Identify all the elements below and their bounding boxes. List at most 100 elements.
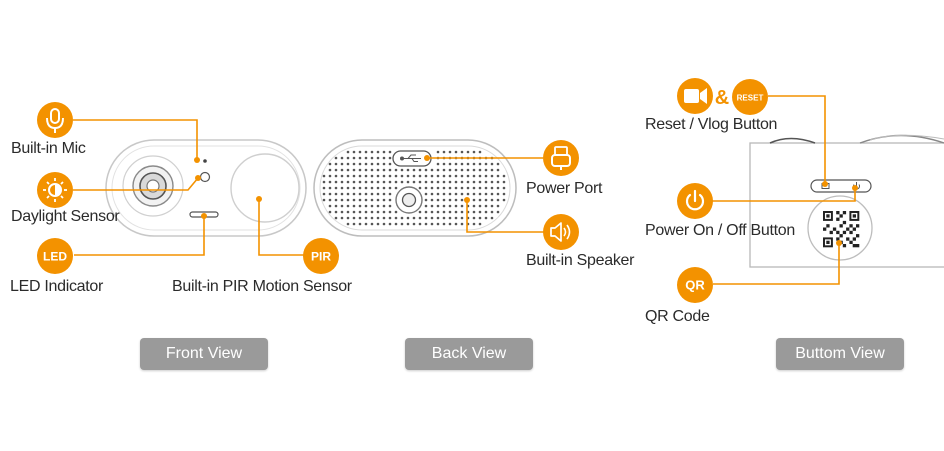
grille-hole [358,210,362,214]
qr-module [856,234,860,238]
grille-hole [406,174,410,178]
qr-module [839,224,843,228]
grille-hole [484,174,488,178]
usb-port-symbol [400,154,421,162]
grille-hole [424,198,428,202]
grille-hole [496,198,500,202]
grille-hole [334,192,338,196]
grille-hole [472,204,476,208]
grille-hole [418,216,422,220]
grille-hole [394,186,398,190]
grille-hole [484,204,488,208]
qr-module [829,230,833,235]
grille-hole [346,150,350,154]
grille-hole [424,186,428,190]
qr-module [836,217,840,221]
qr-module [842,220,847,225]
grille-hole [328,198,332,202]
led-badge: LED [37,238,73,274]
speaker-icon [543,214,579,250]
qr-module [849,240,853,244]
grille-hole [436,168,440,172]
grille-hole [418,186,422,190]
grille-hole [358,174,362,178]
grille-hole [472,192,476,196]
grille-hole [412,216,416,220]
grille-hole [442,216,446,220]
label-built-in-speaker: Built-in Speaker [526,252,635,269]
grille-hole [484,168,488,172]
grille-hole [436,204,440,208]
grille-hole [352,186,356,190]
grille-hole [406,216,410,220]
grille-hole [454,222,458,226]
front-view-button[interactable]: Front View [140,338,268,370]
grille-hole [388,198,392,202]
grille-hole [388,156,392,160]
grille-hole [340,156,344,160]
label-power-port: Power Port [526,180,603,197]
grille-hole [490,168,494,172]
grille-hole [334,156,338,160]
label-power-on-off-button: Power On / Off Button [645,222,795,239]
grille-hole [388,162,392,166]
grille-hole [454,198,458,202]
grille-hole [454,150,458,154]
grille-hole [346,162,350,166]
grille-hole [370,174,374,178]
grille-hole [328,168,332,172]
grille-hole [346,192,350,196]
grille-hole [436,180,440,184]
grille-hole [430,174,434,178]
qr-module [826,214,830,218]
grille-hole [406,222,410,226]
back-view-device [313,139,517,237]
grille-hole [424,168,428,172]
grille-hole [364,180,368,184]
grille-hole [370,162,374,166]
grille-hole [334,186,338,190]
grille-hole [340,198,344,202]
grille-hole [400,174,404,178]
grille-hole [358,192,362,196]
qr-module [849,224,853,228]
grille-hole [460,222,464,226]
grille-hole [430,216,434,220]
grille-hole [460,186,464,190]
grille-hole [418,222,422,226]
grille-hole [424,174,428,178]
grille-hole [460,174,464,178]
grille-hole [340,216,344,220]
bottom-view-button[interactable]: Buttom View [776,338,904,370]
qr-module [823,227,827,231]
grille-hole [424,216,428,220]
grille-hole [442,198,446,202]
grille-hole [352,222,356,226]
grille-hole [382,150,386,154]
grille-hole [460,204,464,208]
grille-hole [388,186,392,190]
grille-hole [436,162,440,166]
grille-hole [364,192,368,196]
grille-hole [346,216,350,220]
grille-hole [454,180,458,184]
grille-hole [388,180,392,184]
grille-hole [478,168,482,172]
grille-hole [478,192,482,196]
bottom-view-device [749,134,944,268]
grille-hole [382,174,386,178]
grille-hole [352,180,356,184]
grille-hole [334,168,338,172]
grille-hole [382,156,386,160]
grille-hole [436,198,440,202]
grille-hole [430,168,434,172]
grille-hole [394,222,398,226]
back-view-button[interactable]: Back View [405,338,533,370]
qr-module [852,237,856,241]
grille-hole [364,204,368,208]
back-leader-lines [427,157,544,233]
grille-hole [478,198,482,202]
grille-hole [478,180,482,184]
grille-hole [340,180,344,184]
grille-hole [364,174,368,178]
